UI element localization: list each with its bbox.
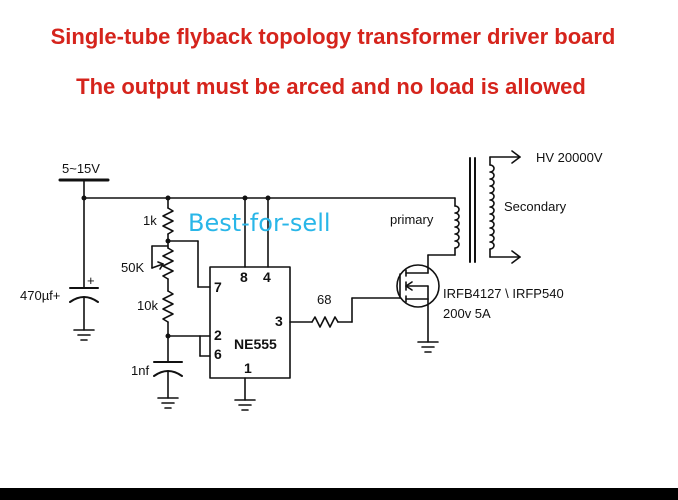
ground-symbol-cap [73, 329, 95, 341]
pin-6-label: 6 [214, 346, 222, 362]
timing-capacitor [153, 361, 183, 399]
pin-4-label: 4 [263, 269, 271, 285]
resistor-68-label: 68 [317, 292, 331, 307]
title-line-2: The output must be arced and no load is … [76, 74, 586, 99]
supply-rail-wire [58, 178, 456, 207]
resistor-10k [162, 290, 174, 337]
ground-symbol-timing [157, 397, 179, 409]
title-line-1: Single-tube flyback topology transformer… [50, 24, 616, 49]
junction-dots [81, 195, 271, 339]
primary-winding [427, 205, 460, 256]
pin-7-label: 7 [214, 279, 222, 295]
secondary-winding [489, 150, 521, 264]
cap-470uf-label: 470µf+ [20, 288, 60, 303]
potentiometer-50k [151, 245, 174, 292]
pin-8-label: 8 [240, 269, 248, 285]
pin-3-label: 3 [275, 313, 283, 329]
resistor-10k-label: 10k [137, 298, 158, 313]
potentiometer-label: 50K [121, 260, 144, 275]
pin-1-label: 1 [244, 360, 252, 376]
mosfet-ground [417, 341, 439, 353]
mosfet-part-label: IRFB4127 \ IRFP540 [443, 286, 564, 301]
mosfet [396, 254, 440, 343]
watermark-text: Best-for-sell [188, 209, 331, 237]
supply-voltage-label: 5~15V [62, 161, 100, 176]
ne555-label: NE555 [234, 336, 277, 352]
gate-resistor-68 [289, 297, 401, 328]
secondary-label: Secondary [504, 199, 567, 214]
pin8-4-wires [244, 197, 269, 268]
pin7-wire [167, 240, 211, 288]
bottom-black-bar [0, 488, 678, 500]
hv-output-label: HV 20000V [536, 150, 603, 165]
pin2-6-wire [167, 335, 211, 363]
ne555-ground-wire [234, 377, 256, 411]
primary-label: primary [390, 212, 434, 227]
resistor-1k-label: 1k [143, 213, 157, 228]
pin-2-label: 2 [214, 327, 222, 343]
mosfet-rating-label: 200v 5A [443, 306, 491, 321]
transformer-core [469, 157, 476, 263]
cap-1nf-label: 1nf [131, 363, 149, 378]
electrolytic-capacitor [69, 197, 99, 331]
cap-plus-label: + [87, 273, 95, 288]
